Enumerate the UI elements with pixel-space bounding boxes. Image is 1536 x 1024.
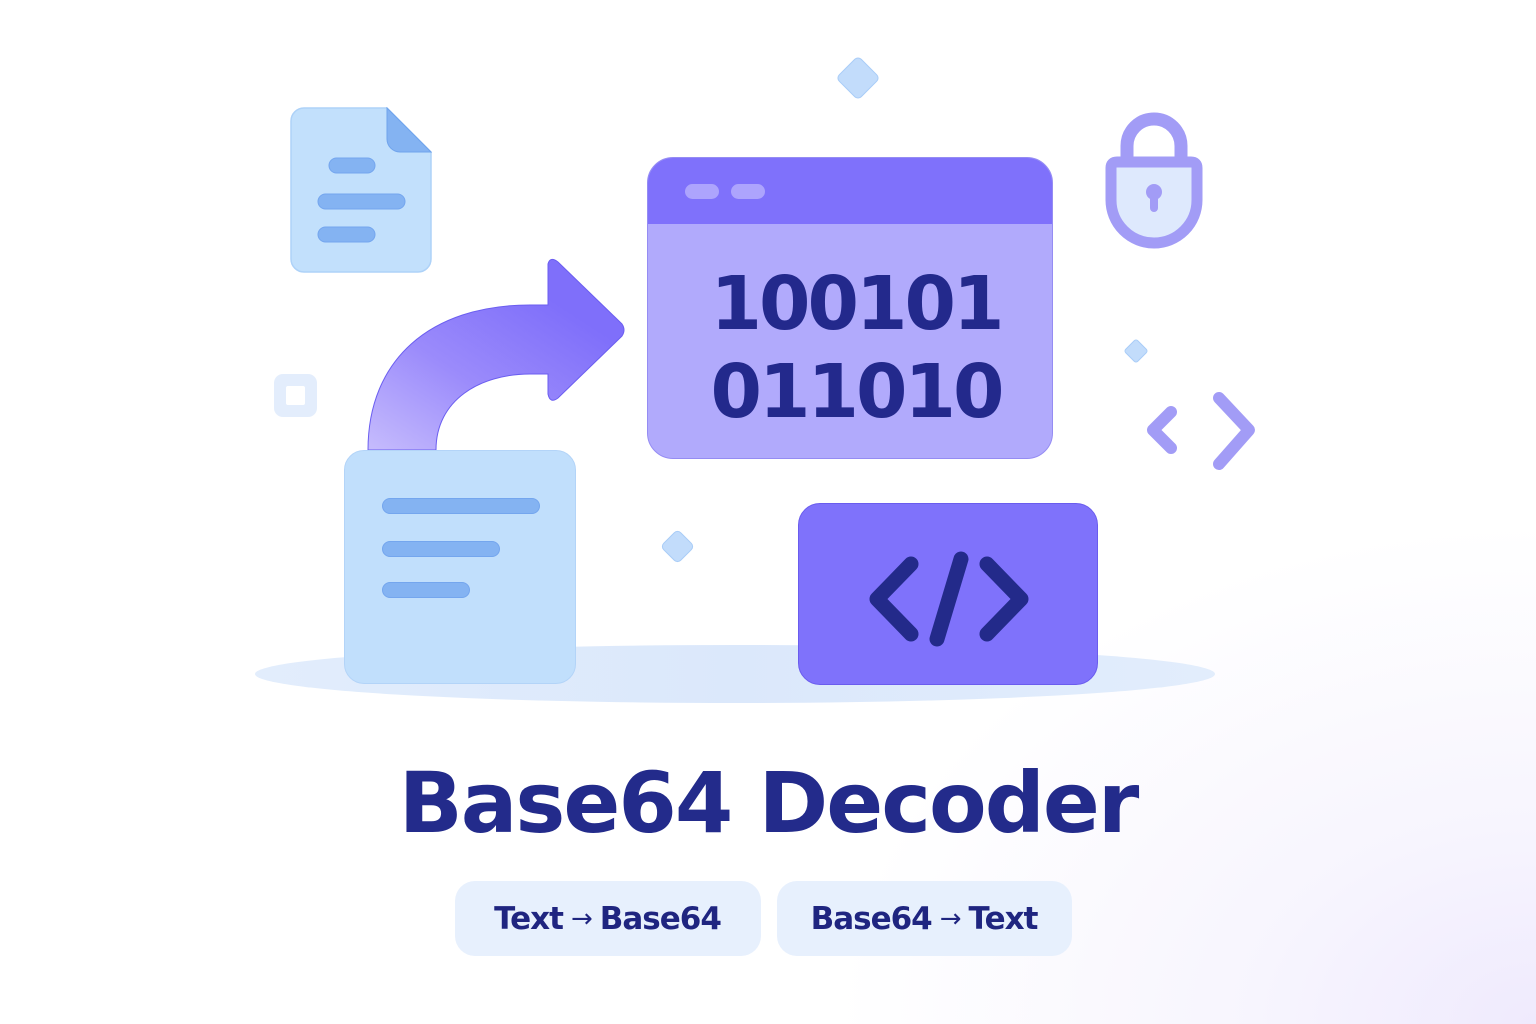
diamond-decoration [659,528,696,565]
code-card [798,503,1098,685]
document-icon [290,107,432,273]
mode-selector: Text → Base64 Base64 → Text [0,881,1536,956]
text-line [382,498,540,514]
diamond-decoration [835,55,881,101]
arrow-right-icon: → [570,903,593,934]
window-dot [685,184,719,199]
square-decoration [274,374,317,417]
arrow-right-icon: → [939,903,962,934]
binary-line: 100101 [710,261,1005,347]
padlock-icon [1105,112,1203,249]
mode-text-to-base64-button[interactable]: Text → Base64 [454,881,761,956]
page-title: Base64 Decoder [398,754,1140,852]
mode-to-label: Base64 [599,900,722,937]
document-card [344,450,576,684]
code-brackets-icon [869,551,1029,647]
binary-text: 100101 011010 [648,260,1052,436]
mode-base64-to-text-button[interactable]: Base64 → Text [776,881,1072,956]
mode-from-label: Base64 [810,900,933,937]
text-line [382,582,470,598]
angle-brackets-icon [1147,392,1255,470]
mode-to-label: Text [968,900,1039,937]
text-line [382,541,500,557]
diamond-decoration [1123,338,1149,364]
curved-arrow-icon [367,258,625,451]
window-dot [731,184,765,199]
mode-from-label: Text [494,900,564,937]
window-title-bar [648,158,1052,224]
browser-window: 100101 011010 [647,157,1053,459]
binary-line: 011010 [710,349,1005,435]
